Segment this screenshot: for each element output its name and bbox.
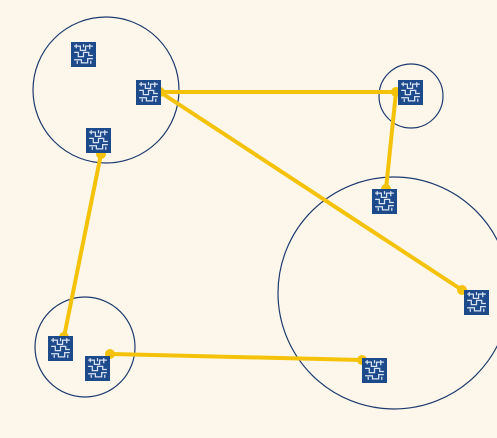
circuit-chip-icon	[464, 290, 489, 315]
circuit-chip-icon	[85, 356, 110, 381]
circuit-chip-icon	[136, 80, 161, 105]
circuit-chip-icon	[48, 336, 73, 361]
circuit-chip-icon	[86, 128, 111, 153]
cluster-circle-top-right	[378, 63, 444, 129]
cluster-circle-bottom-right	[277, 176, 497, 410]
circuit-chip-icon	[362, 358, 387, 383]
circuit-chip-icon	[372, 189, 397, 214]
circuit-chip-icon	[71, 42, 96, 67]
connector-line	[108, 352, 364, 362]
connector-line	[158, 90, 464, 292]
cluster-circle-bottom-left	[34, 296, 136, 398]
circuit-chip-icon	[398, 80, 423, 105]
connector-line	[62, 152, 103, 339]
connector-line	[384, 90, 398, 191]
